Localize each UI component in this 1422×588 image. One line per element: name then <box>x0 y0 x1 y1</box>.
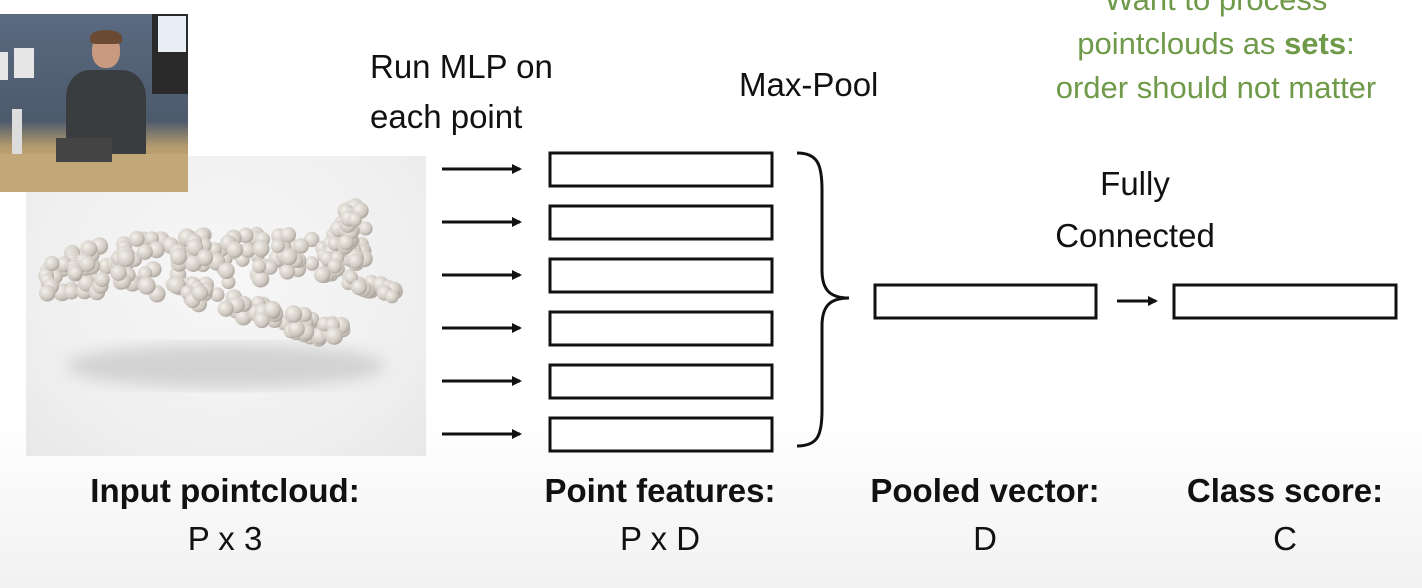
pointcloud-sphere <box>293 238 309 254</box>
note-line-0: Want to process <box>1030 0 1402 22</box>
caption-point-features: Point features: P x D <box>510 472 810 558</box>
pointcloud-sphere <box>226 241 244 259</box>
maxpool-brace <box>796 151 850 448</box>
caption-shape: P x D <box>619 520 701 557</box>
pointcloud-sphere <box>136 243 153 260</box>
pointcloud-sphere <box>327 259 342 274</box>
caption-title: Input pointcloud: <box>90 472 360 509</box>
note-line-2: order should not matter <box>1055 70 1377 105</box>
pointcloud-sphere <box>237 227 254 244</box>
fc-label-line-1: Fully <box>1100 165 1170 202</box>
pointcloud-spheres <box>38 198 403 347</box>
pointcloud-sphere <box>80 240 98 258</box>
caption-title: Point features: <box>544 472 776 509</box>
point-feature-box <box>548 416 774 453</box>
pointcloud-sphere <box>68 265 83 281</box>
pointcloud-sphere <box>196 249 214 266</box>
note-line-1-suffix: : <box>1346 26 1355 61</box>
caption-pooled-vector: Pooled vector: D <box>840 472 1130 558</box>
note-sets-emphasis: sets <box>1284 26 1347 61</box>
airplane-shadow <box>66 344 386 388</box>
class-score-box <box>1172 283 1398 320</box>
pointcloud-sphere <box>338 234 354 251</box>
pointcloud-sphere <box>304 256 320 271</box>
pointcloud-sphere <box>217 300 234 317</box>
pointcloud-sphere <box>94 271 110 288</box>
point-feature-box <box>548 310 774 347</box>
point-feature-rows <box>442 151 774 453</box>
mlp-step-label: Run MLP on each point <box>370 42 553 142</box>
pointcloud-sphere <box>348 212 362 227</box>
caption-input-pointcloud: Input pointcloud: P x 3 <box>40 472 410 558</box>
laptop <box>56 138 112 162</box>
point-feature-box <box>548 151 774 188</box>
pointcloud-sphere <box>79 255 96 272</box>
maxpool-label: Max-Pool <box>739 66 879 103</box>
pointcloud-sphere <box>209 287 225 302</box>
pointcloud-sphere <box>284 305 303 323</box>
pointcloud-sphere <box>270 238 286 254</box>
pointcloud-sphere <box>44 255 60 272</box>
pointcloud-sphere <box>263 260 278 275</box>
airplane-pointcloud-drawing <box>38 198 403 388</box>
pointcloud-sphere <box>280 226 297 243</box>
pointcloud-sphere <box>251 270 270 288</box>
airplane-pointcloud-image <box>26 156 426 456</box>
pointcloud-sphere <box>169 248 188 266</box>
pointcloud-sphere <box>287 320 305 338</box>
pointcloud-sphere <box>385 289 399 304</box>
pointcloud-sphere <box>325 326 344 345</box>
lecturer-webcam <box>0 14 188 192</box>
pointcloud-sphere <box>38 285 56 302</box>
pointcloud-sphere <box>234 308 252 326</box>
pointcloud-sphere <box>348 253 364 269</box>
point-feature-box <box>548 363 774 400</box>
caption-title: Class score: <box>1186 472 1384 509</box>
pointcloud-sphere <box>64 284 79 300</box>
note-line-1-prefix: pointclouds as <box>1077 26 1285 61</box>
pointcloud-sphere <box>358 221 373 236</box>
pointcloud-sphere <box>191 284 209 302</box>
fully-connected-label: Fully Connected <box>1030 158 1240 262</box>
caption-shape: C <box>1273 520 1297 557</box>
point-feature-box <box>548 257 774 294</box>
pointcloud-sphere <box>313 266 331 283</box>
pooled-vector-box <box>873 283 1098 320</box>
pointcloud-sphere <box>128 231 145 247</box>
mlp-label-line-2: each point <box>370 98 523 135</box>
note-line-1: pointclouds as sets: <box>1030 22 1402 66</box>
pointcloud-sphere <box>240 242 256 258</box>
pointcloud-sphere <box>351 279 368 296</box>
caption-class-score: Class score: C <box>1160 472 1410 558</box>
caption-shape: D <box>973 520 997 557</box>
mlp-label-line-1: Run MLP on <box>370 48 553 85</box>
point-feature-box <box>548 204 774 241</box>
pointcloud-sphere <box>254 312 270 329</box>
pointcloud-sphere <box>280 248 298 266</box>
pointcloud-sphere <box>263 300 281 319</box>
pointcloud-sphere <box>186 238 204 256</box>
pointcloud-sphere <box>117 249 135 267</box>
pointcloud-sphere <box>110 264 127 281</box>
pointcloud-sphere <box>279 263 296 280</box>
caption-title: Pooled vector: <box>870 472 1100 509</box>
set-order-note: Want to process pointclouds as sets: ord… <box>1030 0 1402 110</box>
pointcloud-sphere <box>252 240 270 258</box>
fc-label-line-2: Connected <box>1055 217 1215 254</box>
pointcloud-sphere <box>252 259 267 274</box>
pointcloud-sphere <box>218 262 235 280</box>
caption-shape: P x 3 <box>187 520 263 557</box>
pointcloud-sphere <box>137 276 156 295</box>
